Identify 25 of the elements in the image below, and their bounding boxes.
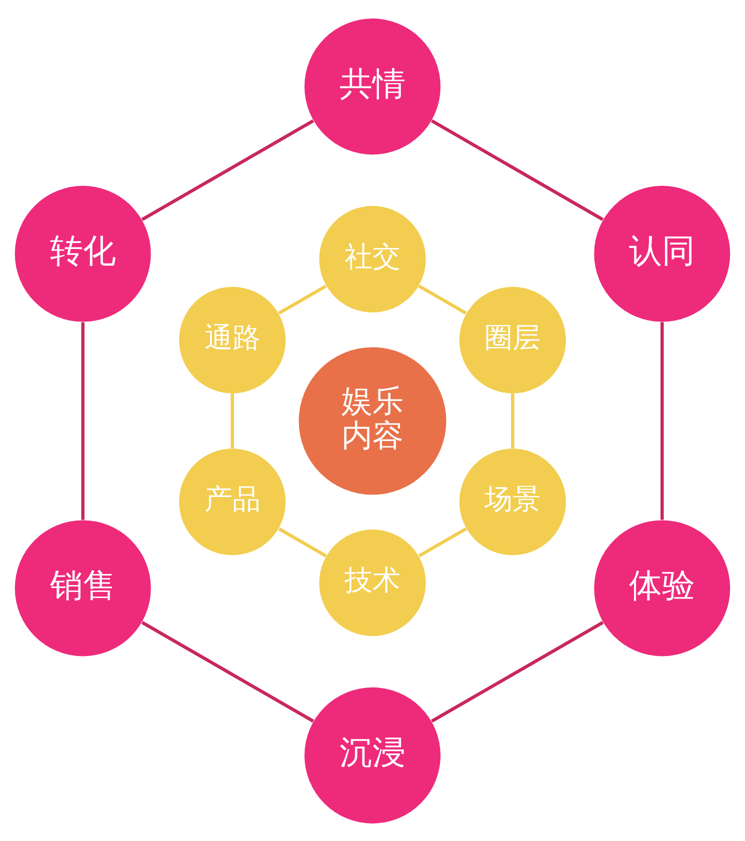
node-circle: 共情 (304, 18, 441, 154)
connector (81, 322, 84, 520)
connector (418, 526, 467, 557)
node-circle: 社交 (319, 205, 426, 312)
node-circle: 转化 (14, 185, 151, 322)
connector (660, 322, 664, 520)
node-circle: 技术 (319, 529, 426, 636)
connector (278, 284, 327, 314)
connector (230, 393, 234, 448)
connector (431, 620, 604, 722)
connector (141, 118, 314, 220)
node-circle: 认同 (594, 185, 730, 322)
connector (418, 284, 467, 314)
node-circle: 场景 (459, 448, 566, 555)
node-circle: 体验 (594, 520, 730, 656)
node-circle: 圈层 (459, 286, 566, 393)
connector (278, 526, 327, 557)
node-circle: 销售 (14, 520, 151, 656)
node-circle: 娱乐内容 (298, 346, 446, 494)
connector (141, 620, 314, 722)
connector (430, 118, 604, 220)
connector (511, 392, 514, 448)
node-circle: 沉浸 (304, 686, 441, 823)
node-circle: 产品 (179, 448, 286, 555)
node-circle: 通路 (179, 286, 286, 393)
